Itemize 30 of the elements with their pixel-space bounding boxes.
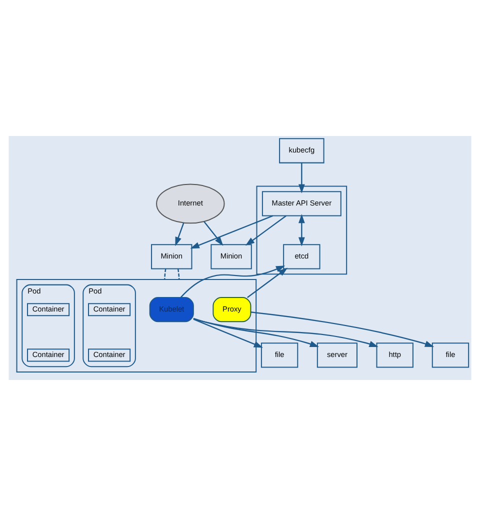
node-box: Master API Server bbox=[262, 191, 342, 216]
node-box: Container bbox=[27, 348, 70, 362]
node-box: Container bbox=[27, 303, 70, 316]
node-ellipse: Internet bbox=[156, 184, 225, 224]
node-box: Minion bbox=[210, 244, 252, 270]
node-box: file bbox=[260, 342, 298, 368]
arrow bbox=[298, 214, 305, 246]
node-box: Container bbox=[88, 303, 131, 316]
node-box: Container bbox=[88, 348, 131, 362]
node-box: Minion bbox=[151, 244, 192, 270]
arrow bbox=[250, 312, 434, 347]
node-box: Kubelet bbox=[149, 297, 194, 322]
arrow bbox=[204, 221, 224, 246]
arrow bbox=[190, 215, 274, 249]
connector bbox=[177, 268, 180, 280]
arrow bbox=[245, 215, 286, 246]
arrow bbox=[247, 268, 288, 298]
node-box: server bbox=[316, 342, 358, 368]
node-box: http bbox=[376, 342, 414, 368]
node-box: kubecfg bbox=[279, 138, 324, 164]
arrow bbox=[193, 318, 378, 347]
arrow bbox=[180, 266, 286, 298]
node-box: file bbox=[432, 342, 470, 368]
arrow bbox=[193, 318, 264, 348]
node-box: Proxy bbox=[212, 297, 252, 322]
arrow bbox=[298, 162, 305, 194]
arrow bbox=[175, 222, 184, 246]
arrow bbox=[193, 318, 320, 347]
node-box: etcd bbox=[283, 244, 320, 270]
connector bbox=[164, 268, 166, 280]
